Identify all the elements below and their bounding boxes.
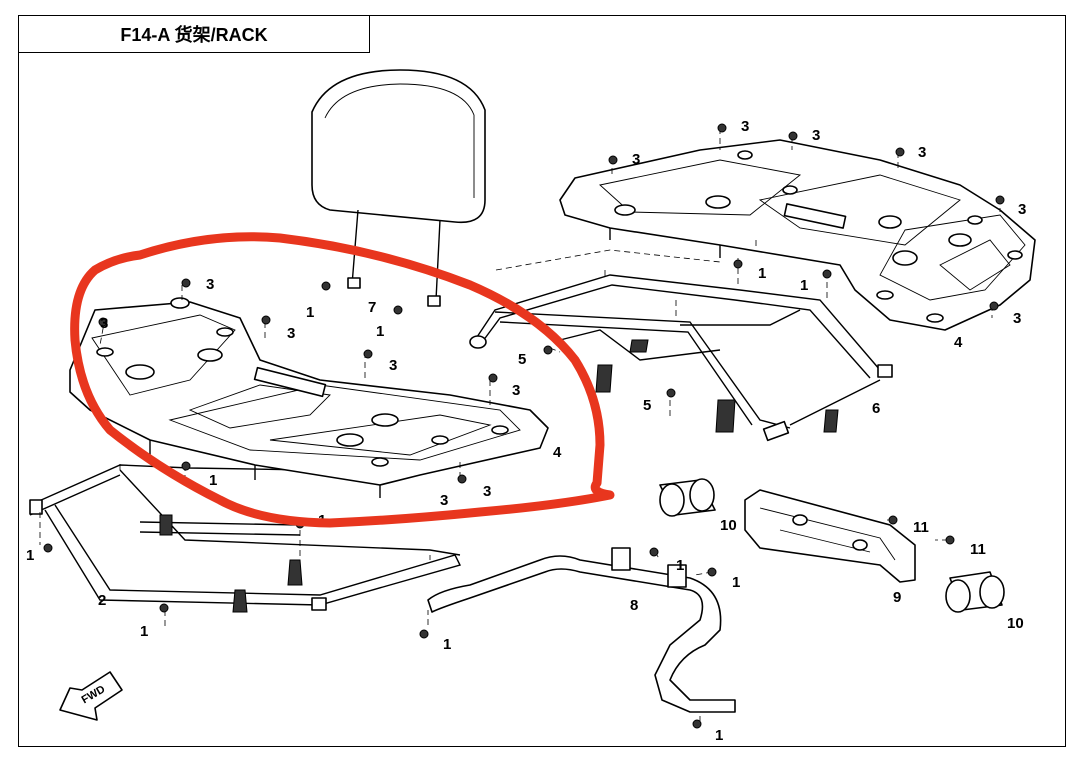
bolt-icon xyxy=(363,349,373,359)
bolt-icon xyxy=(733,259,743,269)
bolt-icon xyxy=(393,305,403,315)
callout-10: 10 xyxy=(720,517,737,534)
bolt-icon xyxy=(989,301,999,311)
bolt-icon xyxy=(181,461,191,471)
callout-2: 2 xyxy=(98,592,106,609)
bolt-icon xyxy=(822,269,832,279)
backrest xyxy=(311,69,486,307)
bolt-icon xyxy=(895,147,905,157)
callout-11: 11 xyxy=(913,519,929,536)
mounting-bracket xyxy=(744,489,916,583)
diagram-title: F14-A 货架/RACK xyxy=(18,15,370,53)
callout-10: 10 xyxy=(1007,615,1024,632)
bolt-icon xyxy=(707,567,717,577)
callout-3: 3 xyxy=(632,151,640,168)
bolt-icon xyxy=(649,547,659,557)
callout-3: 3 xyxy=(741,118,749,135)
callout-3: 3 xyxy=(100,315,108,332)
callout-3: 3 xyxy=(812,127,820,144)
bolt-icon xyxy=(159,603,169,613)
callout-3: 3 xyxy=(1013,310,1021,327)
callout-1: 1 xyxy=(26,547,34,564)
rear-rack-frame xyxy=(469,274,893,442)
drawing-frame xyxy=(18,15,1066,747)
bolt-icon xyxy=(717,123,727,133)
grab-handle xyxy=(427,547,736,713)
bolt-icon xyxy=(608,155,618,165)
leader-lines xyxy=(39,128,1001,722)
callout-11: 11 xyxy=(970,541,986,558)
callout-8: 8 xyxy=(630,597,638,614)
callout-4: 4 xyxy=(954,334,963,351)
callout-1: 1 xyxy=(376,323,384,340)
spacer-lower xyxy=(945,571,1005,613)
callout-1: 1 xyxy=(800,277,808,294)
callouts: 1 1 1 1 1 1 1 1 1 1 1 1 2 3 3 3 3 3 3 3 … xyxy=(26,118,1026,744)
callout-3: 3 xyxy=(1018,201,1026,218)
callout-6: 6 xyxy=(872,400,880,417)
callout-1: 1 xyxy=(209,472,217,489)
callout-1: 1 xyxy=(715,727,723,744)
bolt-icon xyxy=(543,345,553,355)
callout-3: 3 xyxy=(512,382,520,399)
callout-4: 4 xyxy=(553,444,562,461)
callout-3: 3 xyxy=(483,483,491,500)
callout-3: 3 xyxy=(918,144,926,161)
bolt-icon xyxy=(692,719,702,729)
bolt-icon xyxy=(666,388,676,398)
callout-1: 1 xyxy=(306,304,314,321)
callout-1: 1 xyxy=(140,623,148,640)
bolt-icon xyxy=(261,315,271,325)
bolt-icon xyxy=(488,373,498,383)
bolt-icon xyxy=(43,543,53,553)
bolt-icon xyxy=(321,281,331,291)
rear-rack-plate xyxy=(559,139,1036,331)
callout-7: 7 xyxy=(368,299,376,316)
callout-1: 1 xyxy=(732,574,740,591)
bolt-icon xyxy=(419,629,429,639)
forward-arrow-icon: FWD xyxy=(59,671,123,721)
callout-1: 1 xyxy=(758,265,766,282)
callout-3: 3 xyxy=(389,357,397,374)
bolt-icon xyxy=(181,278,191,288)
bolt-icon xyxy=(788,131,798,141)
callout-5: 5 xyxy=(518,351,526,368)
callout-3: 3 xyxy=(206,276,214,293)
callout-1: 1 xyxy=(676,557,684,574)
bolt-icon xyxy=(457,474,467,484)
bolt-icon xyxy=(98,317,108,327)
front-rack-frame xyxy=(29,464,462,613)
bolt-icon xyxy=(945,535,955,545)
callout-5: 5 xyxy=(643,397,651,414)
callout-3: 3 xyxy=(287,325,295,342)
front-rack-plate xyxy=(69,297,549,498)
highlight-annotation xyxy=(70,232,615,528)
callout-9: 9 xyxy=(893,589,901,606)
callout-3: 3 xyxy=(440,492,448,509)
bolt-icon xyxy=(995,195,1005,205)
callout-1: 1 xyxy=(443,636,451,653)
bolt-icon xyxy=(888,515,898,525)
spacer-upper xyxy=(659,478,716,517)
